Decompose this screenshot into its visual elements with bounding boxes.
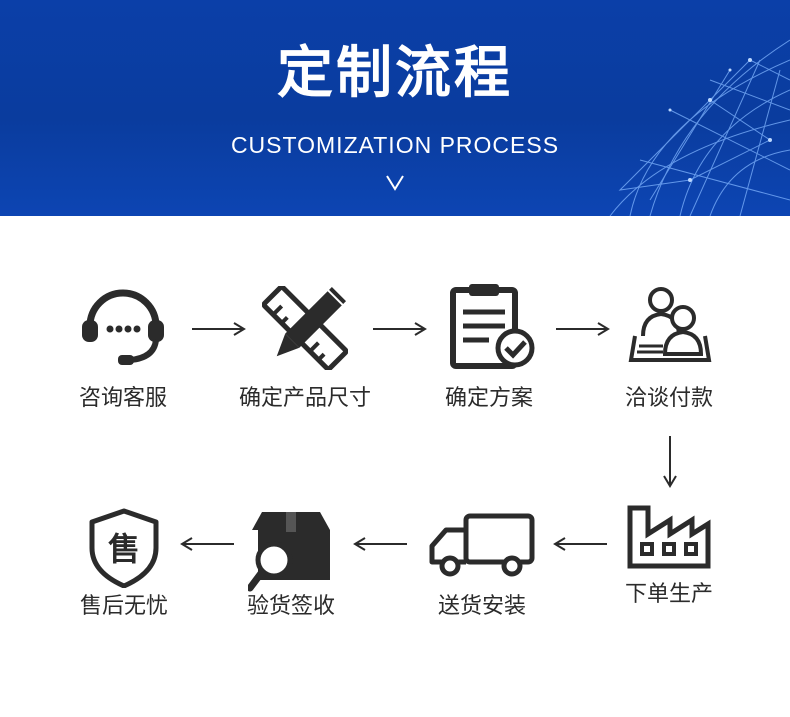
page-title: 定制流程 bbox=[277, 41, 513, 106]
header-banner: 定制流程 CUSTOMIZATION PROCESS bbox=[0, 0, 790, 216]
step-label-inspect-sign: 验货签收 bbox=[246, 594, 335, 619]
step-label-confirm-size: 确定产品尺寸 bbox=[238, 386, 371, 411]
step-label-payment: 洽谈付款 bbox=[624, 386, 713, 411]
delivery-truck-icon bbox=[429, 513, 535, 577]
arrow-left-icon bbox=[353, 537, 407, 551]
people-meeting-icon bbox=[628, 287, 712, 362]
checklist-clipboard-icon bbox=[450, 284, 535, 369]
arrow-right-icon bbox=[373, 322, 427, 336]
arrow-right-icon bbox=[556, 322, 610, 336]
step-label-delivery: 送货安装 bbox=[437, 594, 526, 619]
page-subtitle: CUSTOMIZATION PROCESS bbox=[230, 132, 560, 158]
package-inspect-icon bbox=[248, 512, 330, 592]
arrow-down-icon bbox=[663, 436, 677, 488]
headset-icon bbox=[82, 289, 164, 365]
factory-icon bbox=[627, 505, 711, 569]
globe-network-graphic bbox=[609, 39, 790, 216]
step-label-confirm-plan: 确定方案 bbox=[444, 386, 533, 411]
step-label-production: 下单生产 bbox=[624, 582, 713, 607]
ruler-pencil-icon bbox=[262, 286, 348, 370]
step-label-consult: 咨询客服 bbox=[78, 386, 167, 411]
shield-icon: 售 bbox=[89, 508, 159, 588]
arrow-left-icon bbox=[553, 537, 607, 551]
arrow-right-icon bbox=[192, 322, 246, 336]
arrow-left-icon bbox=[180, 537, 234, 551]
shield-char: 售 bbox=[108, 530, 140, 568]
chevron-down-icon bbox=[386, 175, 404, 191]
step-label-after-sales: 售后无忧 bbox=[79, 594, 168, 619]
